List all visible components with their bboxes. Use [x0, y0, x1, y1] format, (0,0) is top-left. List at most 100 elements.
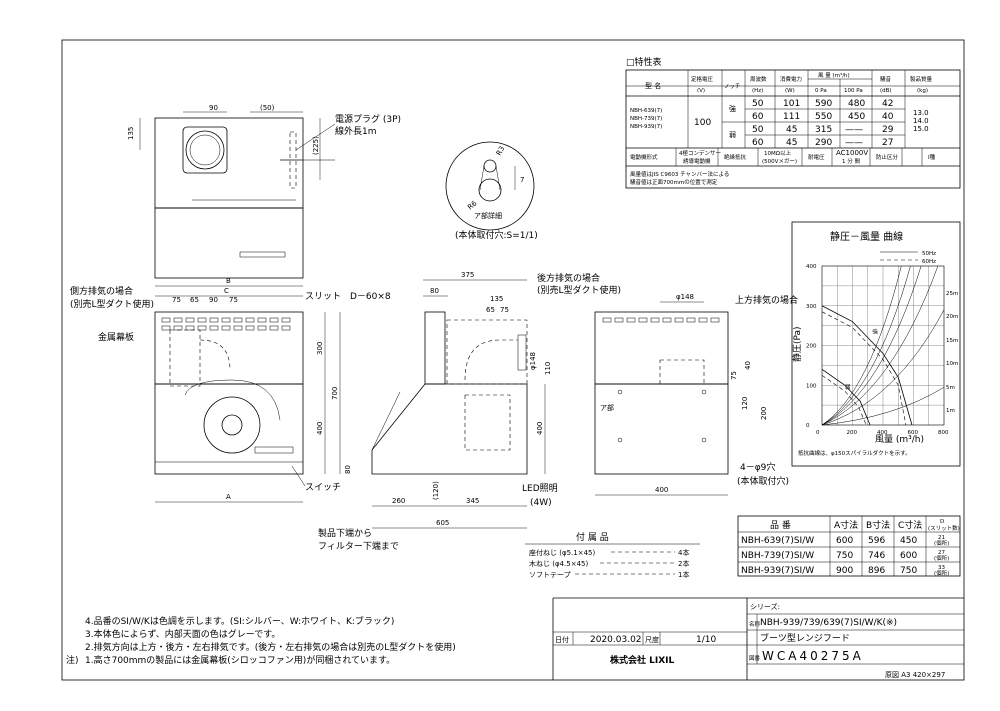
svg-text:21: 21 — [938, 535, 945, 541]
svg-text:R6: R6 — [466, 199, 479, 211]
spec-row: 60 111 550 450 40 — [752, 112, 894, 122]
detail-a: R3 R6 7 ア部詳細 (本体取付穴:S=1/1) — [445, 141, 538, 241]
legend-50hz: 50Hz — [922, 251, 936, 257]
svg-text:(W): (W) — [785, 88, 795, 94]
chart-title: 静圧－風量 曲線 — [830, 230, 903, 243]
svg-text:90: 90 — [209, 296, 218, 304]
svg-text:33: 33 — [938, 565, 945, 571]
svg-text:120: 120 — [741, 397, 749, 410]
svg-text:290: 290 — [815, 138, 832, 148]
plug-cord-label: 線外長1m — [335, 125, 377, 137]
svg-text:(個所): (個所) — [934, 554, 949, 562]
svg-text:フィルター下端まで: フィルター下端まで — [318, 540, 399, 552]
spec-note-2: 騒音値は正面700mmの位置で測定 — [630, 178, 718, 186]
svg-text:90: 90 — [209, 104, 218, 112]
svg-text:375: 375 — [461, 271, 474, 279]
svg-text:B: B — [226, 277, 231, 285]
svg-text:(スリット数): (スリット数) — [928, 524, 960, 532]
plot-frame — [821, 265, 945, 426]
svg-text:品 番: 品 番 — [770, 519, 791, 531]
model-939: NBH-939(7) — [630, 124, 662, 130]
back-exhaust-label: 後方排気の場合 — [537, 272, 600, 284]
note-item: 1.高さ700mmの製品には金属幕板(シロッコファン用)が同梱されています。 — [85, 654, 395, 666]
svg-text:400: 400 — [536, 422, 544, 435]
svg-text:——: —— — [845, 138, 863, 148]
svg-text:75: 75 — [730, 371, 738, 380]
svg-text:4本: 4本 — [678, 548, 689, 557]
svg-text:2本: 2本 — [678, 559, 689, 568]
svg-text:尺度: 尺度 — [645, 635, 659, 644]
svg-text:590: 590 — [815, 99, 832, 109]
model-line: NBH-939/739/639(7)SI/W/K(※) — [760, 618, 897, 628]
mount-holes-label: 4－φ9穴 — [740, 461, 775, 473]
svg-text:110: 110 — [544, 362, 552, 375]
svg-text:101: 101 — [783, 99, 800, 109]
svg-text:日付: 日付 — [555, 635, 569, 644]
svg-text:定格電圧: 定格電圧 — [691, 75, 714, 83]
svg-text:誘導電動機: 誘導電動機 — [683, 157, 711, 165]
product-name: ブーツ型レンジフード — [760, 632, 850, 644]
svg-text:50: 50 — [752, 125, 764, 135]
svg-text:1 分 間: 1 分 間 — [842, 157, 860, 165]
duct-length-label: 5m — [946, 385, 955, 391]
svg-text:80: 80 — [430, 287, 439, 295]
svg-text:13.0: 13.0 — [913, 109, 929, 117]
svg-text:40: 40 — [882, 112, 894, 122]
front-view: 側方排気の場合 (別売L型ダクト使用) 金属幕板 C 75 65 90 75 ス… — [70, 285, 391, 503]
svg-text:100 Pa: 100 Pa — [844, 88, 863, 94]
svg-text:——: —— — [845, 125, 863, 135]
model-739: NBH-739(7) — [630, 116, 662, 122]
filter-note: 製品下端から — [318, 527, 372, 539]
svg-text:600: 600 — [900, 551, 917, 561]
note-item: 2.排気方向は上方・後方・左右排気です。(後方・左右排気の場合は別売のL型ダクト… — [85, 641, 456, 653]
svg-text:0 Pa: 0 Pa — [815, 88, 827, 94]
svg-text:NBH-639(7)SI/W: NBH-639(7)SI/W — [741, 536, 814, 546]
svg-text:C寸法: C寸法 — [898, 519, 922, 531]
detail-a-label: ア部詳細 — [474, 211, 502, 220]
svg-text:400: 400 — [655, 486, 668, 494]
duct-length-label: 20m — [946, 314, 958, 320]
svg-text:φ148: φ148 — [529, 352, 537, 370]
table-row: NBH-939(7)SI/W 900 896 750 33 (個所) — [741, 565, 949, 577]
sheet-border — [61, 39, 965, 681]
svg-text:(120): (120) — [432, 481, 440, 500]
notes: 4.品番のSI/W/Kは色調を示します。(SI:シルバー、W:ホワイト、K:ブラ… — [66, 615, 456, 666]
rated-voltage: 100 — [694, 118, 711, 128]
accessories-title: 付 属 品 — [576, 532, 609, 543]
resistance-curve — [821, 265, 911, 426]
series-line — [821, 305, 913, 426]
svg-text:D: D — [940, 519, 944, 525]
y-tick-label: 300 — [806, 304, 817, 310]
svg-text:Ⅰ種: Ⅰ種 — [928, 153, 936, 161]
svg-text:29: 29 — [882, 125, 894, 135]
svg-text:ノッチ: ノッチ — [724, 83, 740, 90]
top-exhaust-label: 上方排気の場合 — [735, 294, 798, 306]
svg-text:A寸法: A寸法 — [834, 519, 858, 531]
side-view: 375 80 後方排気の場合 (別売L型ダクト使用) 135 65 75 φ14… — [318, 271, 621, 552]
svg-text:(本体取付穴): (本体取付穴) — [737, 475, 789, 487]
notes-prefix: 注) — [66, 654, 79, 666]
svg-text:風 量 (m³/h): 風 量 (m³/h) — [818, 72, 850, 79]
svg-text:(別売L型ダクト使用): (別売L型ダクト使用) — [537, 284, 621, 296]
svg-text:400: 400 — [316, 422, 324, 435]
paper-size: 原図 A3 420×297 — [885, 671, 945, 679]
svg-text:75: 75 — [229, 296, 238, 304]
svg-text:14.0: 14.0 — [913, 117, 929, 125]
detail-a-scale: (本体取付穴:S=1/1) — [455, 229, 538, 241]
spec-row: 50 45 315 —— 29 — [752, 125, 894, 135]
note-item: 3.本体色によらず、内部天面の色はグレーです。 — [85, 628, 280, 640]
svg-text:65: 65 — [486, 306, 495, 314]
svg-text:40: 40 — [744, 361, 752, 370]
svg-text:絶縁抵抗: 絶縁抵抗 — [724, 153, 747, 161]
svg-text:450: 450 — [900, 536, 917, 546]
x-axis-label: 風量 (m³/h) — [875, 434, 924, 445]
spec-table-frame — [625, 69, 961, 189]
svg-text:135: 135 — [490, 295, 503, 303]
right-view: φ148 上方排気の場合 40 75 ア部 120 200 400 4－φ9穴 … — [594, 293, 798, 496]
spec-note-1: 風量値はJIS C9603 チャンバー法による — [630, 170, 729, 178]
svg-text:4極コンデンサー: 4極コンデンサー — [679, 149, 721, 157]
dim-table: 品 番 A寸法 B寸法 C寸法 D (スリット数) NBH-639(7)SI/W… — [737, 515, 961, 577]
y-tick-label: 0 — [806, 423, 810, 429]
